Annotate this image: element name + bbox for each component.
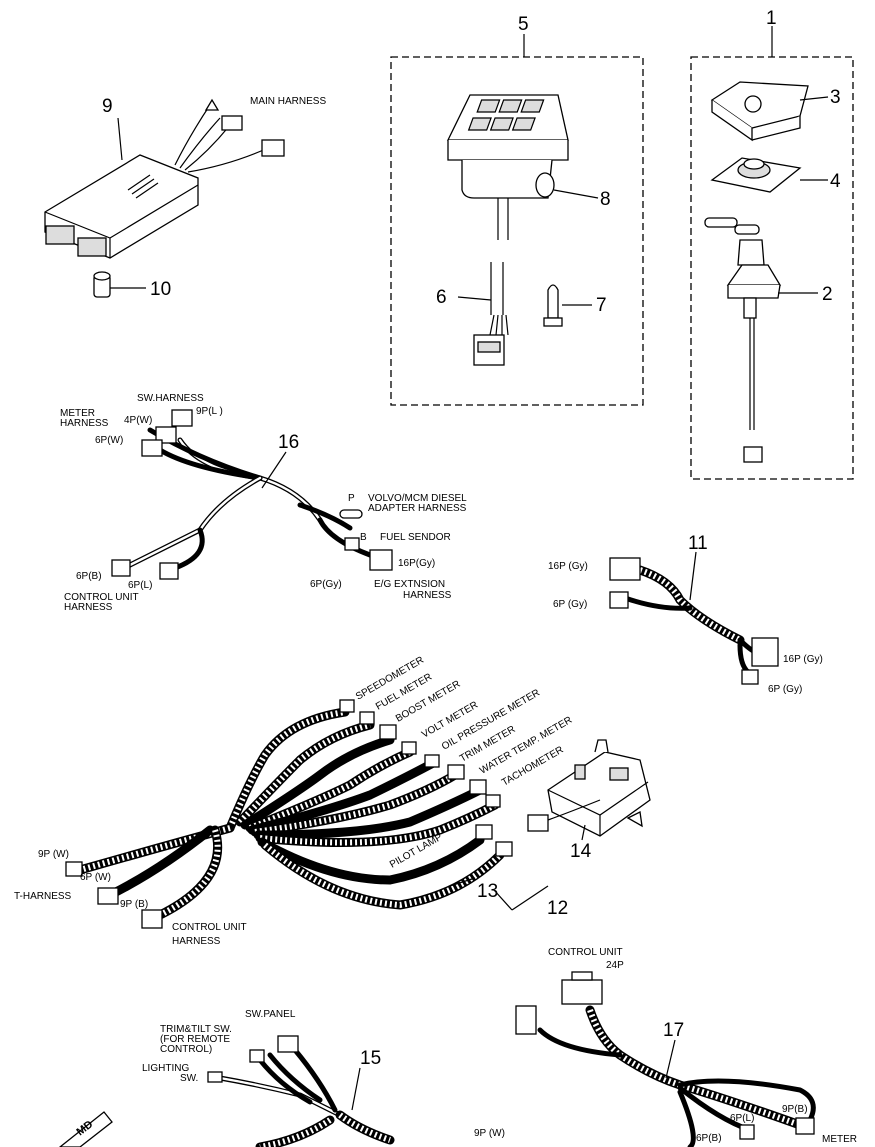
- part-number-4: 4: [830, 171, 841, 192]
- part-14-module: 14: [527, 739, 651, 862]
- label-24p: 24P: [606, 960, 624, 971]
- label-6p-l-17: 6P(L): [730, 1113, 754, 1124]
- label-16p-gy-11b: 16P (Gy): [783, 654, 823, 665]
- part-12-bracket: 12: [493, 885, 568, 919]
- part-number-14: 14: [570, 841, 592, 862]
- part-6-cable: 6: [436, 198, 509, 366]
- label-volvo-1: VOLVO/MCM DIESEL: [368, 493, 467, 504]
- label-harness-2: HARNESS: [64, 602, 113, 613]
- label-6p-gy-11a: 6P (Gy): [553, 599, 587, 610]
- part-number-2: 2: [822, 284, 833, 305]
- label-trim-tilt-3: CONTROL): [160, 1044, 212, 1055]
- label-6p-gy-11b: 6P (Gy): [768, 684, 802, 695]
- label-control-unit-1: CONTROL UNIT: [64, 592, 139, 603]
- label-control-unit-3: CONTROL UNIT: [548, 947, 623, 958]
- label-9p-l: 9P(L ): [196, 406, 223, 417]
- part-number-6: 6: [436, 287, 447, 308]
- part-10-grommet: 10: [93, 271, 171, 300]
- label-9p-b-17: 9P(B): [782, 1104, 808, 1115]
- group-5-box: 5: [390, 14, 644, 406]
- label-t-harness: T-HARNESS: [14, 891, 72, 902]
- label-4p-w: 4P(W): [124, 415, 152, 426]
- label-meter-17: METER: [822, 1134, 857, 1145]
- part-number-9: 9: [102, 96, 113, 117]
- label-fuel-sendor: FUEL SENDOR: [380, 532, 451, 543]
- part-number-11: 11: [688, 533, 708, 554]
- part-3-cover: 3: [710, 81, 841, 142]
- part-8-switch-panel: 8: [446, 94, 611, 210]
- label-lighting: LIGHTING: [142, 1063, 189, 1074]
- label-volvo-2: ADAPTER HARNESS: [368, 503, 467, 514]
- label-6p-l: 6P(L): [128, 580, 152, 591]
- label-6p-b: 6P(B): [76, 571, 102, 582]
- label-control-unit-2: CONTROL UNIT: [172, 922, 247, 933]
- label-main-harness: MAIN HARNESS: [250, 96, 326, 107]
- part-number-15: 15: [360, 1048, 381, 1069]
- part-4-seal: 4: [710, 157, 841, 193]
- part-number-1: 1: [766, 8, 777, 29]
- part-number-8: 8: [600, 189, 611, 210]
- part-number-7: 7: [596, 295, 607, 316]
- label-trim-tilt-2: (FOR REMOTE: [160, 1034, 230, 1045]
- label-b: B: [360, 532, 367, 543]
- part-16-harness: 16 SW.HARNESS METER HARNESS 4P(W) 9P(L )…: [60, 393, 467, 613]
- part-15-harness: 15 SW.PANEL TRIM&TILT SW. (FOR REMOTE CO…: [142, 1009, 505, 1147]
- group-1-box: 1: [690, 8, 854, 480]
- part-number-12: 12: [547, 898, 568, 919]
- part-9-control-unit: 9 MAIN HARNESS: [44, 96, 326, 259]
- label-p: P: [348, 493, 355, 504]
- part-11-harness: 11 16P (Gy) 6P (Gy) 16P (Gy) 6P (Gy): [548, 533, 823, 695]
- label-6p-w-2: 6P (W): [80, 872, 111, 883]
- part-number-5: 5: [518, 14, 529, 35]
- label-9p-w: 9P (W): [38, 849, 69, 860]
- label-eg-extension: E/G EXTNSION: [374, 579, 445, 590]
- label-16p-gy: 16P(Gy): [398, 558, 435, 569]
- label-sw-panel: SW.PANEL: [245, 1009, 296, 1020]
- label-6p-b-17: 6P(B): [696, 1133, 722, 1144]
- part-number-3: 3: [830, 87, 841, 108]
- label-6p-w: 6P(W): [95, 435, 123, 446]
- logo-badge: MD: [58, 1111, 113, 1147]
- label-harness-4: HARNESS: [172, 936, 221, 947]
- label-sw-harness: SW.HARNESS: [137, 393, 204, 404]
- part-number-16: 16: [278, 432, 299, 453]
- label-meter: METER: [60, 408, 95, 419]
- part-7-bulb: 7: [543, 284, 607, 327]
- part-2-key-switch: 2: [704, 217, 833, 463]
- label-trim-tilt-1: TRIM&TILT SW.: [160, 1024, 232, 1035]
- label-16p-gy-11a: 16P (Gy): [548, 561, 588, 572]
- part-number-17: 17: [663, 1020, 684, 1041]
- part-number-10: 10: [150, 279, 171, 300]
- label-6p-gy: 6P(Gy): [310, 579, 342, 590]
- label-9p-b: 9P (B): [120, 899, 148, 910]
- part-17-harness: 17 CONTROL UNIT 24P 9P(B) 6P(L) 6P(B) ME…: [515, 947, 857, 1147]
- label-harness: HARNESS: [60, 418, 109, 429]
- label-harness-3: HARNESS: [403, 590, 452, 601]
- part-number-13: 13: [477, 881, 498, 902]
- label-9p-w-15: 9P (W): [474, 1128, 505, 1139]
- part-13-meter-harness: 13 SPEEDOMETER FUEL METER BOOST METER VO…: [14, 655, 574, 947]
- label-sw: SW.: [180, 1073, 198, 1084]
